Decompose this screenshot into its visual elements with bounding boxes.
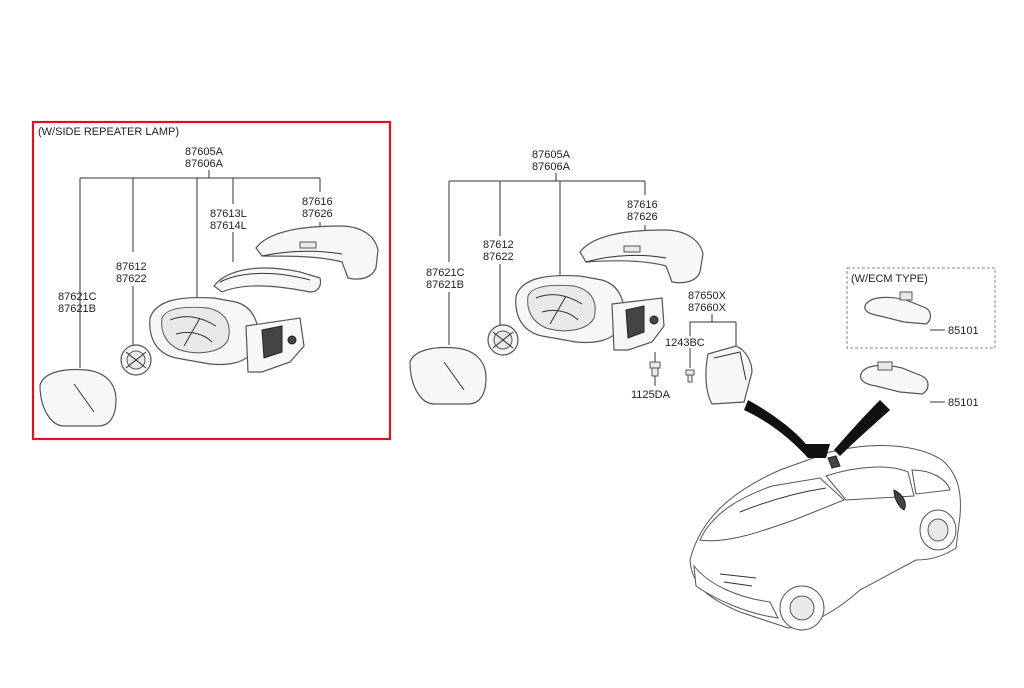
screw-1243bc xyxy=(685,369,695,383)
mid-mirror-housing xyxy=(515,274,625,344)
left-glass-callout-1: 87621C xyxy=(58,291,97,303)
mid-cover-callout-1: 87616 xyxy=(627,199,658,211)
left-mirror-actuator xyxy=(120,344,152,376)
left-top-callout-line2: 87606A xyxy=(185,158,224,170)
ecm-inside-mirror xyxy=(864,291,945,331)
left-actuator-callout-2: 87622 xyxy=(116,273,147,285)
side-repeater-group-frame xyxy=(31,120,392,441)
mid-mirror-bracket xyxy=(611,297,665,351)
left-top-callout-line1: 87605A xyxy=(185,146,224,158)
ecm-part-label: 85101 xyxy=(948,325,979,337)
left-cover-callout-1: 87616 xyxy=(302,196,333,208)
mid-cover-callout-2: 87626 xyxy=(627,211,658,223)
trim-cover-callout-2: 87660X xyxy=(688,302,727,314)
vehicle-illustration xyxy=(689,445,961,631)
trim-cover-callout-1: 87650X xyxy=(688,290,727,302)
pointer-outside-mirror xyxy=(744,400,830,458)
pointer-inside-mirror xyxy=(834,400,890,456)
trim-cover xyxy=(705,345,753,405)
ecm-group-title: (W/ECM TYPE) xyxy=(851,273,928,285)
standard-part-label: 85101 xyxy=(948,397,979,409)
mid-top-callout-line2: 87606A xyxy=(532,161,571,173)
mid-mirror-cover xyxy=(579,229,704,284)
left-mirror-cover xyxy=(255,225,379,280)
mid-glass-callout-1: 87621C xyxy=(426,267,465,279)
mid-glass-callout-2: 87621B xyxy=(426,279,464,291)
left-lamp-callout-2: 87614L xyxy=(210,220,247,232)
mid-leader-lines xyxy=(448,173,646,345)
left-lamp-callout-1: 87613L xyxy=(210,208,247,220)
mid-actuator-callout-2: 87622 xyxy=(483,251,514,263)
screw-1125da-label: 1125DA xyxy=(631,389,671,401)
mid-mirror-glass xyxy=(409,346,487,405)
left-mirror-bracket xyxy=(245,317,305,373)
side-repeater-group-title: (W/SIDE REPEATER LAMP) xyxy=(38,126,179,138)
left-cover-callout-2: 87626 xyxy=(302,208,333,220)
ecm-group-frame xyxy=(846,267,996,349)
mid-top-callout-line1: 87605A xyxy=(532,149,571,161)
left-repeater-lamp xyxy=(213,267,322,293)
mid-actuator-callout-1: 87612 xyxy=(483,239,514,251)
left-glass-callout-2: 87621B xyxy=(58,303,96,315)
left-mirror-glass xyxy=(39,368,117,427)
left-actuator-callout-1: 87612 xyxy=(116,261,147,273)
screw-1125da xyxy=(649,361,661,377)
screw-1243bc-label: 1243BC xyxy=(665,337,705,349)
left-mirror-housing xyxy=(149,296,259,366)
mid-mirror-actuator xyxy=(487,324,519,356)
standard-inside-mirror xyxy=(859,361,945,403)
